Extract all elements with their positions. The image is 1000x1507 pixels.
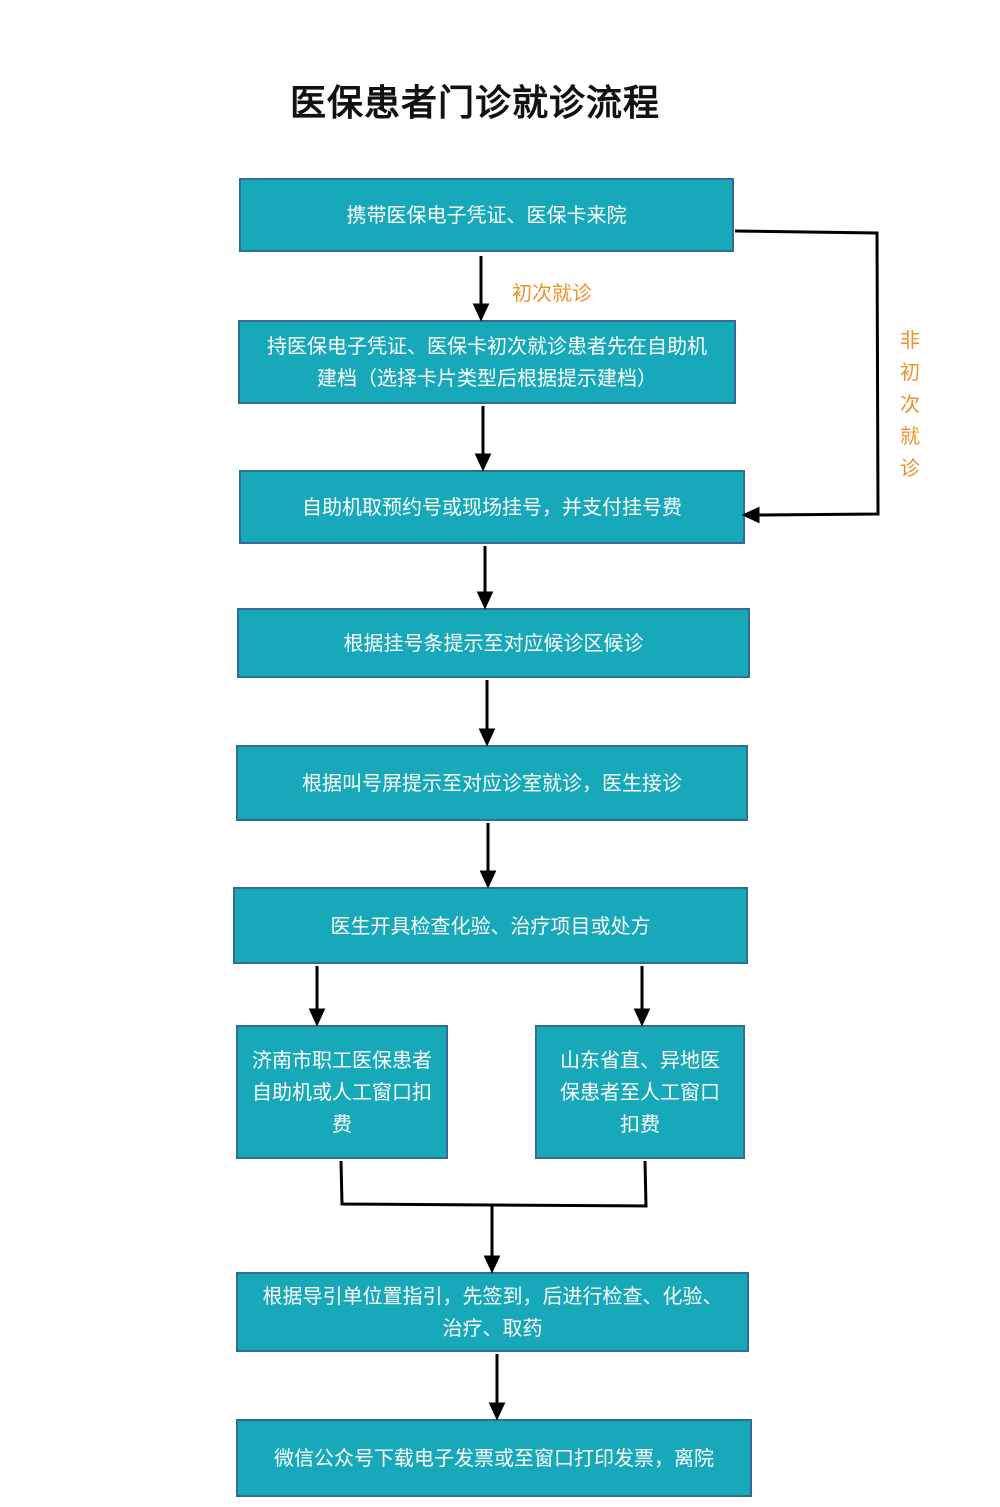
arrowhead-s6-s7b (633, 1008, 651, 1027)
step-exam-pharmacy: 根据导引单位置指引，先签到，后进行检查、化验、治疗、取药 (236, 1272, 749, 1352)
arrowhead-s2-s3 (474, 453, 492, 472)
step-doctor-orders: 医生开具检查化验、治疗项目或处方 (233, 887, 748, 964)
step-register-file: 持医保电子凭证、医保卡初次就诊患者先在自助机建档（选择卡片类型后根据提示建档） (238, 320, 736, 404)
arrowhead-s5-s6 (479, 870, 497, 889)
step-consultation: 根据叫号屏提示至对应诊室就诊，医生接诊 (236, 745, 748, 821)
step-bring-card: 携带医保电子凭证、医保卡来院 (239, 178, 734, 252)
step-get-number-pay: 自助机取预约号或现场挂号，并支付挂号费 (239, 470, 745, 544)
first-visit-label: 初次就诊 (512, 281, 592, 305)
arrowhead-s6-s7a (308, 1008, 326, 1027)
step-pay-provincial: 山东省直、异地医保患者至人工窗口扣费 (535, 1025, 745, 1159)
arrowhead-s1-s2 (472, 303, 490, 322)
arrowhead-s3-s4 (476, 591, 494, 610)
arrowhead-bypass (741, 506, 760, 524)
bypass-connector (734, 229, 880, 517)
arrowhead-merge-s8 (483, 1255, 501, 1274)
page-title: 医保患者门诊就诊流程 (289, 83, 660, 124)
arrowhead-s8-s9 (488, 1402, 506, 1421)
arrowhead-s4-s5 (478, 728, 496, 747)
merge-connector (339, 1160, 648, 1208)
step-pay-jinan: 济南市职工医保患者自助机或人工窗口扣费 (236, 1025, 448, 1159)
non-first-visit-label: 非初次就诊 (900, 328, 920, 480)
step-waiting-area: 根据挂号条提示至对应候诊区候诊 (237, 608, 750, 678)
step-invoice-leave: 微信公众号下载电子发票或至窗口打印发票，离院 (236, 1419, 752, 1497)
